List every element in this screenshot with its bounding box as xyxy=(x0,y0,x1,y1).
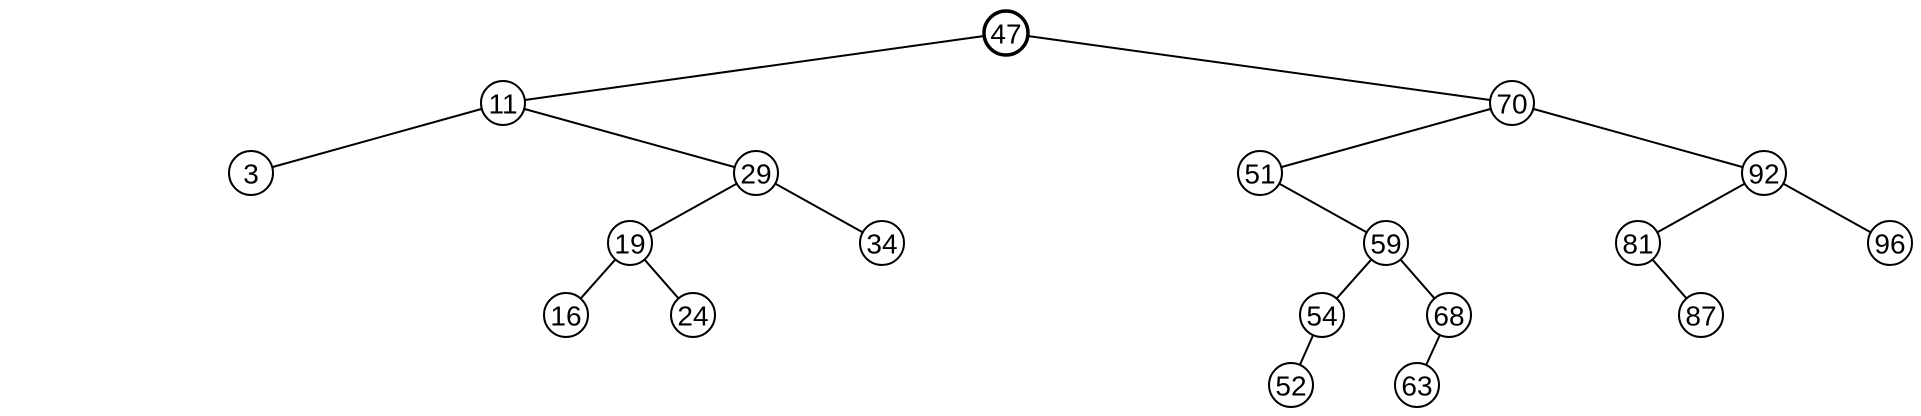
edge-19-16 xyxy=(579,258,617,300)
node-label: 3 xyxy=(243,159,259,190)
node-label: 24 xyxy=(677,301,708,332)
node-label: 63 xyxy=(1401,371,1432,402)
node-label: 54 xyxy=(1306,301,1337,332)
tree-node-63: 63 xyxy=(1394,362,1440,408)
tree-node-96: 96 xyxy=(1867,220,1913,266)
edge-11-3 xyxy=(271,107,483,169)
node-circle xyxy=(859,220,905,266)
node-circle xyxy=(1394,362,1440,408)
node-circle xyxy=(1615,220,1661,266)
node-circle xyxy=(1867,220,1913,266)
edge-29-34 xyxy=(774,182,864,234)
node-circle xyxy=(228,150,274,196)
tree-node-34: 34 xyxy=(859,220,905,266)
tree-node-19: 19 xyxy=(607,220,653,266)
node-label: 81 xyxy=(1622,229,1653,260)
tree-node-51: 51 xyxy=(1237,150,1283,196)
tree-node-70: 70 xyxy=(1489,80,1535,126)
edge-59-54 xyxy=(1335,258,1373,300)
edge-11-29 xyxy=(523,107,736,169)
node-label: 29 xyxy=(740,159,771,190)
node-label: 52 xyxy=(1275,371,1306,402)
tree-edges xyxy=(271,35,1872,366)
node-label: 70 xyxy=(1496,89,1527,120)
node-label: 92 xyxy=(1748,159,1779,190)
node-circle xyxy=(1268,362,1314,408)
tree-node-11: 11 xyxy=(480,80,526,126)
tree-node-87: 87 xyxy=(1678,292,1724,338)
edge-47-11 xyxy=(524,35,985,101)
tree-node-3: 3 xyxy=(228,150,274,196)
root-node-circle-highlighted xyxy=(982,9,1030,57)
node-circle xyxy=(543,292,589,338)
node-label: 11 xyxy=(488,89,517,120)
node-label: 34 xyxy=(866,229,897,260)
edge-92-96 xyxy=(1782,182,1872,234)
node-label: 47 xyxy=(990,19,1021,50)
edge-29-19 xyxy=(648,182,738,234)
edge-51-59 xyxy=(1278,182,1368,234)
edge-70-92 xyxy=(1532,107,1744,169)
edge-70-51 xyxy=(1280,107,1492,169)
tree-node-68: 68 xyxy=(1426,292,1472,338)
tree-nodes: 47 11 70 3 29 19 34 16 24 51 92 59 54 68 52 63 81 96 87 xyxy=(228,9,1913,408)
node-label: 68 xyxy=(1433,301,1464,332)
edge-19-24 xyxy=(643,258,680,300)
tree-node-52: 52 xyxy=(1268,362,1314,408)
tree-node-54: 54 xyxy=(1299,292,1345,338)
tree-node-59: 59 xyxy=(1363,220,1409,266)
node-circle xyxy=(733,150,779,196)
node-circle xyxy=(480,80,526,126)
node-label: 59 xyxy=(1370,229,1401,260)
node-label: 16 xyxy=(550,301,581,332)
node-circle xyxy=(1489,80,1535,126)
edge-47-70 xyxy=(1027,35,1491,101)
node-label: 96 xyxy=(1874,229,1905,260)
node-circle xyxy=(670,292,716,338)
tree-node-47: 47 xyxy=(982,9,1030,57)
edge-81-87 xyxy=(1651,258,1688,300)
tree-node-81: 81 xyxy=(1615,220,1661,266)
node-circle xyxy=(607,220,653,266)
node-circle xyxy=(1741,150,1787,196)
edge-59-68 xyxy=(1399,258,1436,300)
tree-node-92: 92 xyxy=(1741,150,1787,196)
node-circle xyxy=(1363,220,1409,266)
tree-node-29: 29 xyxy=(733,150,779,196)
node-circle xyxy=(1678,292,1724,338)
node-circle xyxy=(1299,292,1345,338)
edge-54-52 xyxy=(1298,334,1315,366)
node-circle xyxy=(1237,150,1283,196)
tree-node-16: 16 xyxy=(543,292,589,338)
node-circle xyxy=(1426,292,1472,338)
edge-92-81 xyxy=(1656,182,1746,234)
tree-node-24: 24 xyxy=(670,292,716,338)
node-label: 87 xyxy=(1685,301,1716,332)
node-label: 19 xyxy=(614,229,645,260)
node-label: 51 xyxy=(1244,159,1275,190)
edge-68-63 xyxy=(1425,334,1441,366)
